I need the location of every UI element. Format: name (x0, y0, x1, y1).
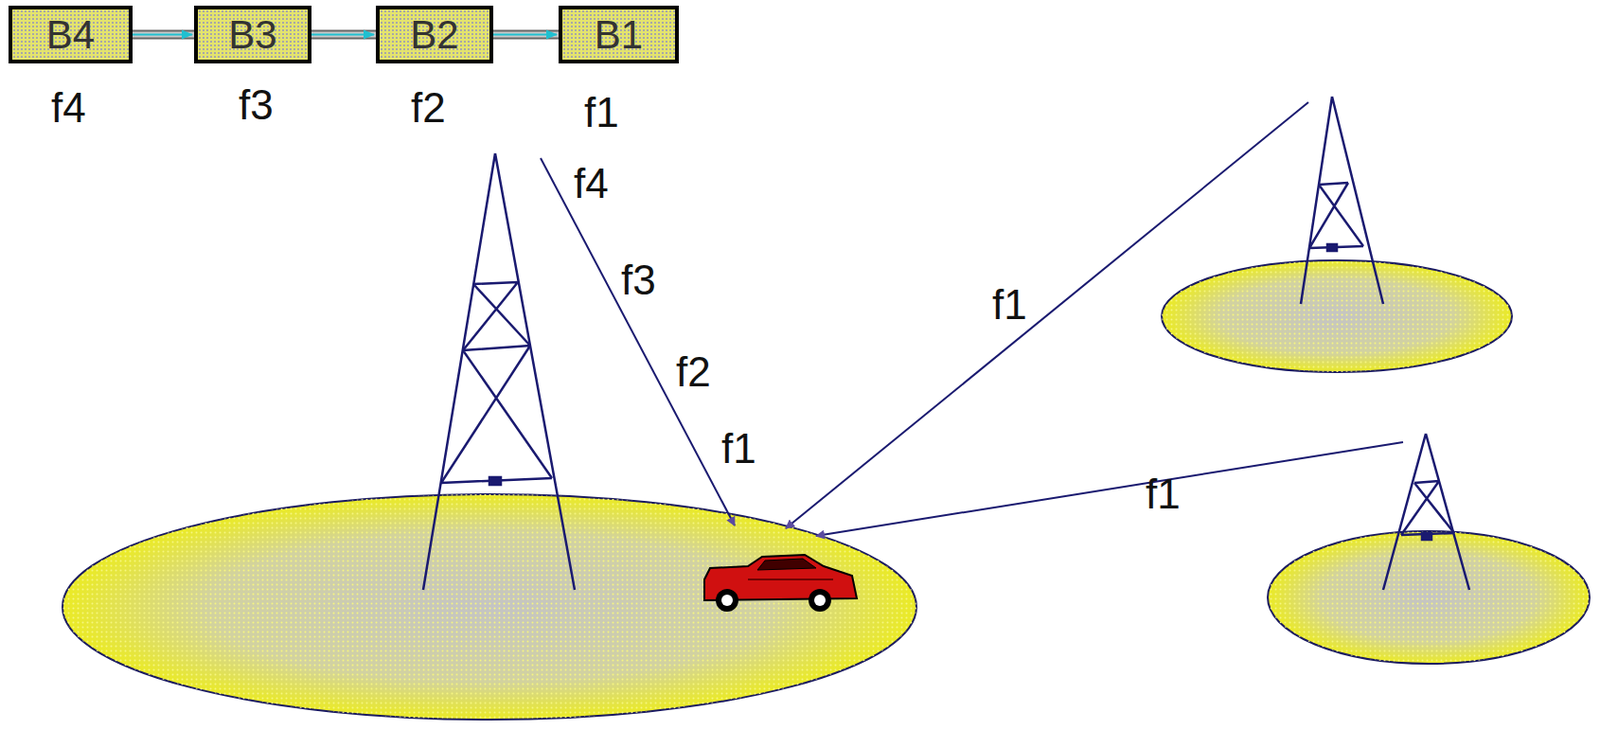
block-box: B4 (8, 5, 133, 64)
block-box: B1 (558, 5, 679, 64)
car (704, 554, 857, 612)
block-box: B2 (375, 5, 494, 64)
frequency-label: f2 (408, 87, 448, 129)
frequency-label: f1 (990, 284, 1030, 326)
block-box: B3 (194, 5, 312, 64)
block-label: B3 (228, 15, 277, 55)
frequency-label: f3 (236, 84, 276, 126)
frequency-label: f1 (719, 427, 759, 470)
block-connector (311, 34, 376, 36)
coverage-area (62, 494, 917, 720)
coverage-area (1161, 260, 1512, 373)
block-label: B2 (409, 15, 459, 55)
block-label: B1 (594, 15, 643, 55)
frequency-label: f1 (1143, 473, 1183, 516)
signal-path (540, 102, 1404, 536)
frequency-label: f2 (674, 351, 713, 393)
block-connector (493, 34, 559, 36)
radio-tower (1383, 433, 1470, 590)
frequency-label: f4 (49, 87, 89, 129)
frequency-label: f4 (571, 162, 611, 205)
block-label: B4 (46, 15, 95, 55)
frequency-label: f3 (619, 259, 658, 302)
block-connector (132, 34, 195, 36)
coverage-area (1267, 531, 1590, 664)
radio-tower (1300, 96, 1384, 304)
radio-tower (423, 153, 575, 590)
frequency-label: f1 (582, 91, 622, 134)
